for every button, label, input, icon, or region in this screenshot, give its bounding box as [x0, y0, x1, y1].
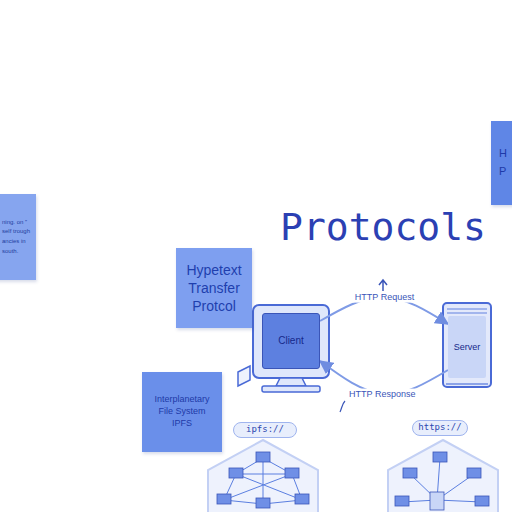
mesh-links: [224, 458, 302, 504]
edge-label: HTTP Request: [352, 292, 417, 303]
computer-icon: [475, 496, 489, 506]
computer-icon: [256, 452, 270, 462]
computer-icon: [295, 494, 309, 504]
sticky-note: Hypetext Transfer Protcol: [176, 248, 252, 328]
computer-icon: [403, 468, 417, 478]
computer-icon: [395, 496, 409, 506]
mesh-link: [263, 458, 264, 504]
node-text: Hypetext Transfer Protcol: [180, 261, 248, 316]
node-text: Interplanetary File System IPFS: [148, 394, 216, 429]
computer-icon: [217, 494, 231, 504]
server-slot: [447, 312, 487, 314]
mesh-network-illustration: [208, 440, 318, 512]
network-hexagon: [208, 440, 318, 512]
client-screen: Client: [262, 313, 320, 369]
server-tower: [443, 303, 491, 387]
monitor-stand: [276, 378, 306, 386]
node-text: H P: [499, 145, 509, 180]
protocol-pill: ipfs://: [233, 422, 297, 438]
computer-icon: [467, 468, 481, 478]
sticky-note: ning. on ” self trough ancies in south.: [0, 194, 36, 280]
node-text: ipfs://: [238, 424, 292, 436]
sticky-note: H P: [491, 121, 512, 205]
node-text: Client: [265, 335, 317, 347]
computer-icon: [285, 468, 299, 478]
edge-label: HTTP Response: [346, 388, 418, 399]
server-foot: [446, 383, 488, 385]
server-slot: [447, 308, 487, 310]
diagram-title: Protocols: [280, 205, 486, 249]
computer-icon: [229, 468, 243, 478]
node-text: ning. on ” self trough ancies in south.: [2, 218, 34, 256]
server-icon: [430, 492, 444, 510]
protocol-pill: https://: [412, 420, 468, 436]
monitor-base: [262, 386, 320, 392]
arrow-mark: [379, 280, 387, 291]
server-illustration: [443, 303, 491, 387]
network-hexagon: [388, 440, 498, 512]
computer-icon: [256, 498, 270, 508]
computer-icon: [433, 452, 447, 462]
mesh-link: [236, 474, 292, 475]
node-text: Server: [450, 342, 484, 353]
sticky-note: Interplanetary File System IPFS: [142, 372, 222, 452]
client-server-network-illustration: [388, 440, 498, 512]
star-computers: [395, 452, 489, 510]
monitor-frame: [253, 305, 329, 378]
mesh-computers: [217, 452, 309, 508]
node-text: https://: [417, 422, 463, 434]
server-box: Server: [448, 316, 486, 378]
monitor-side: [238, 366, 250, 386]
pen-mark: [340, 401, 345, 412]
